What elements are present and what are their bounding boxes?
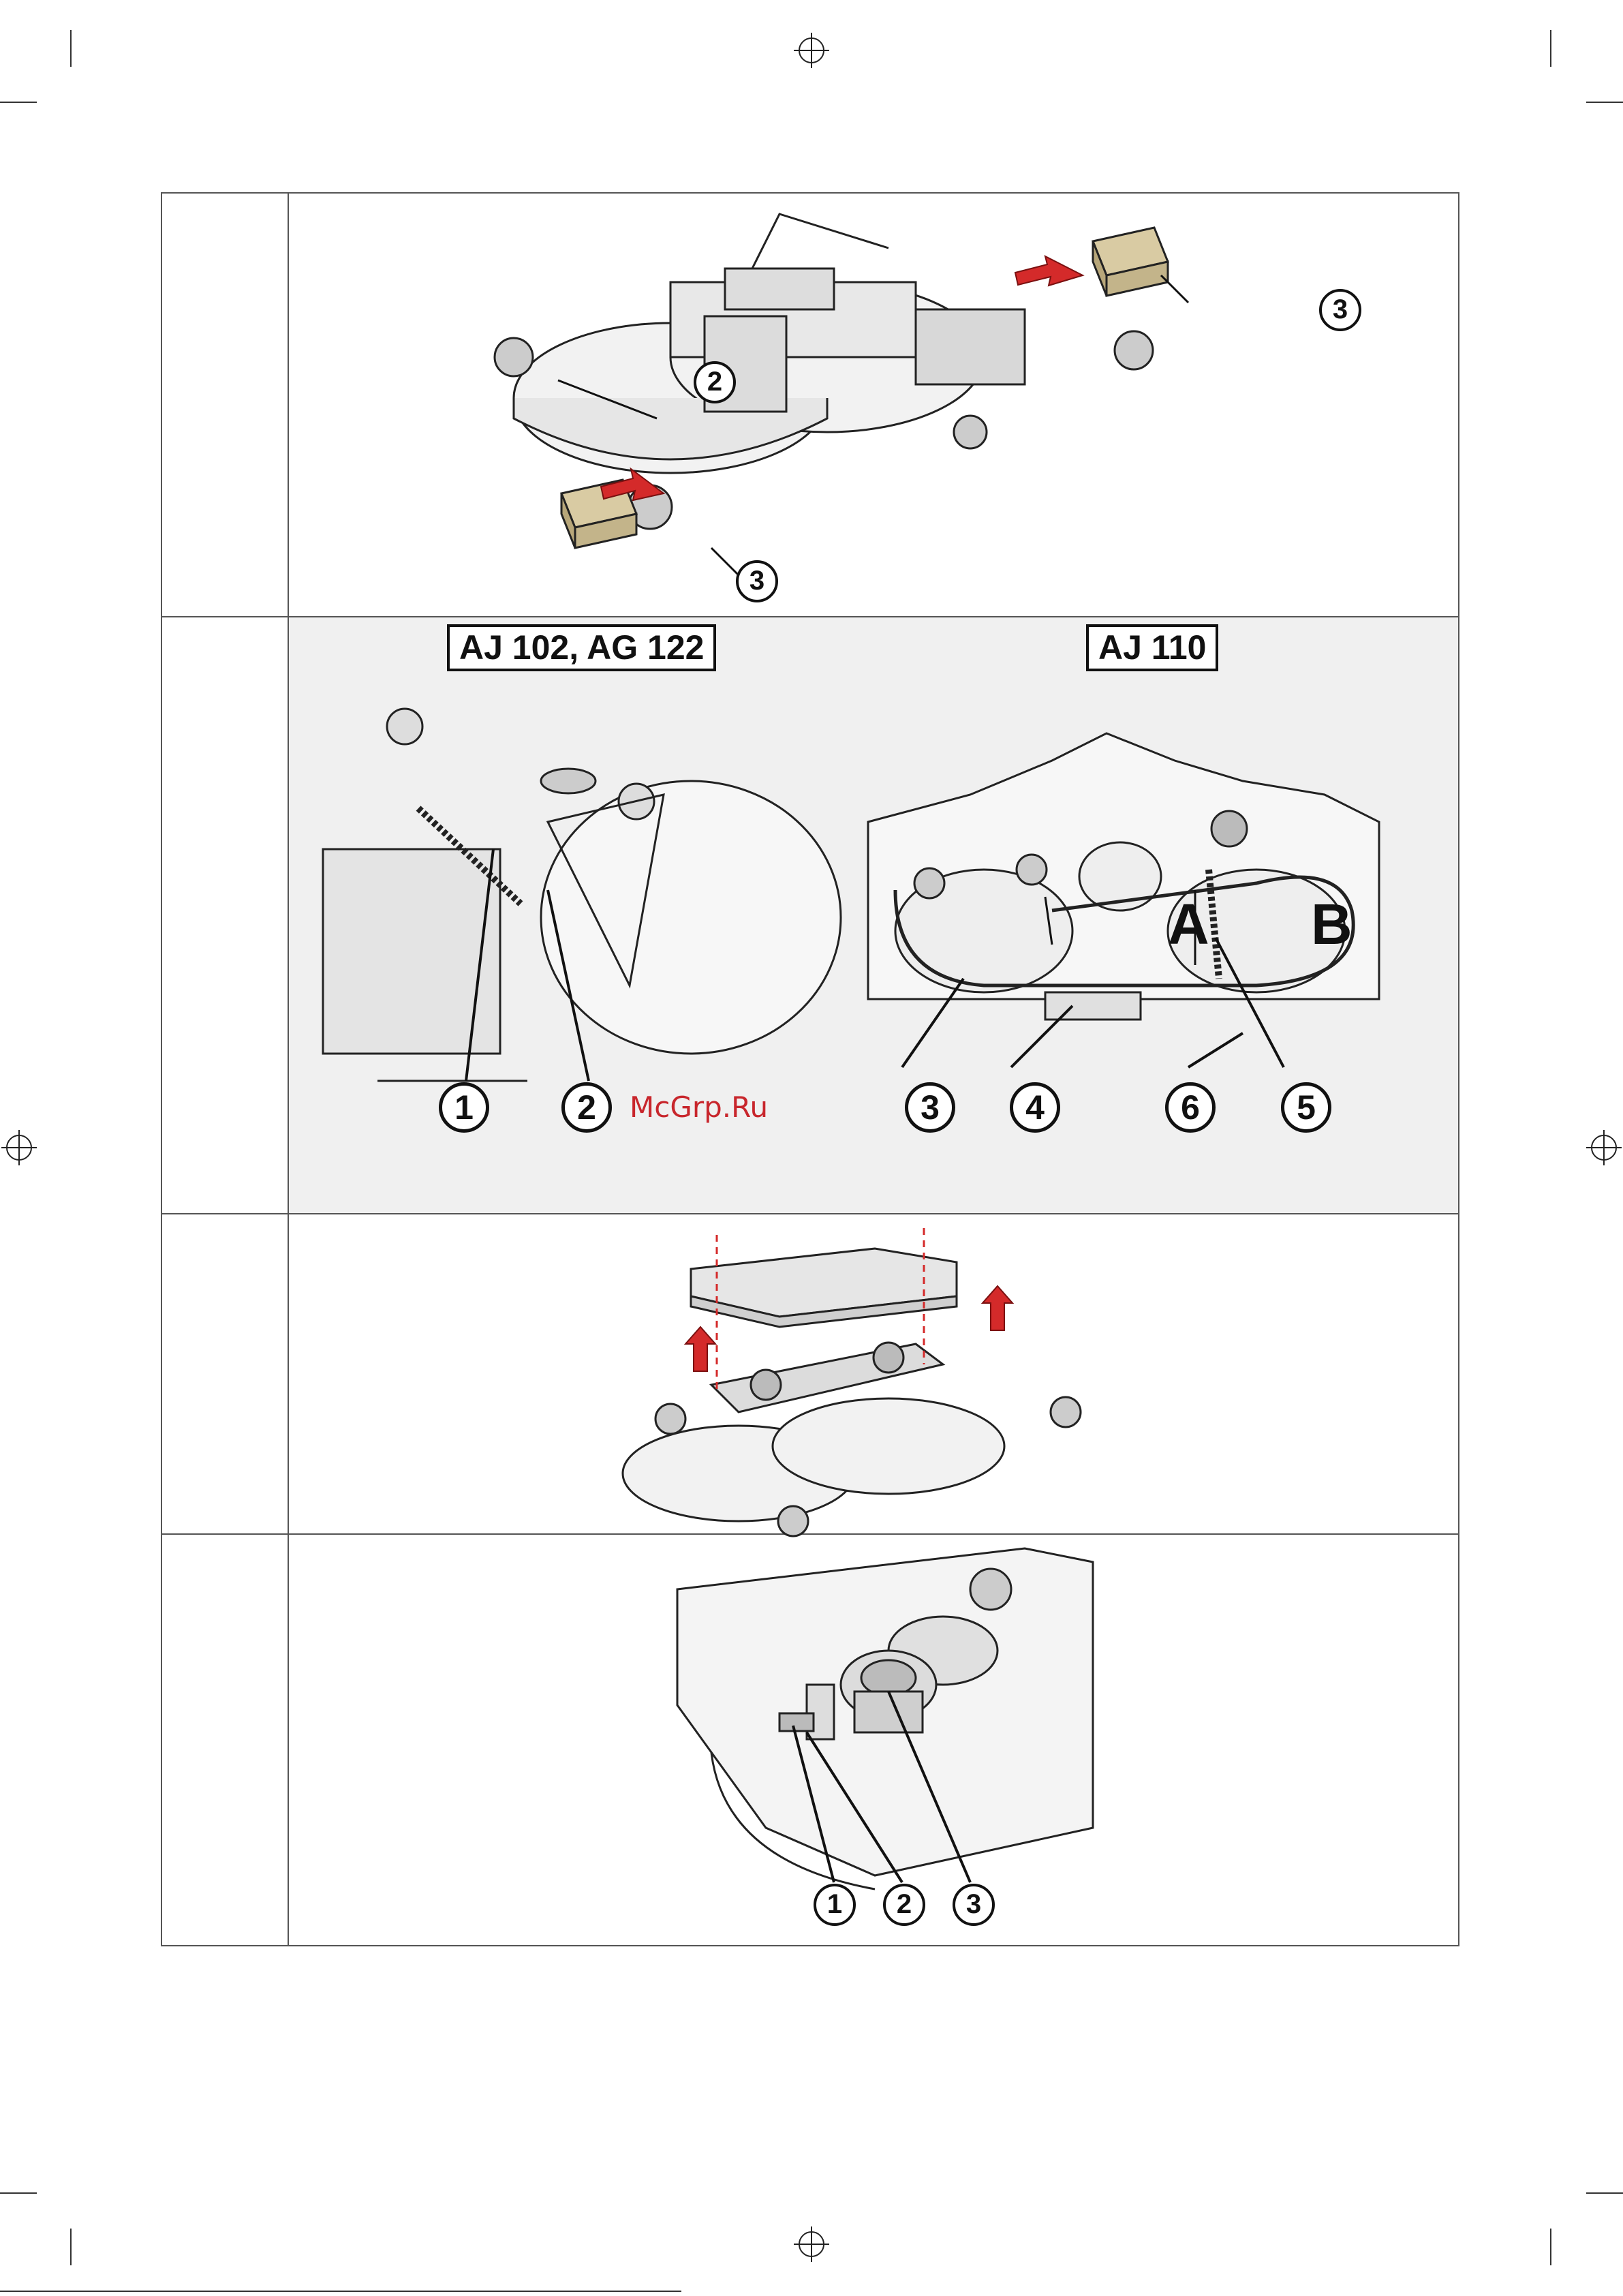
callout-3-left: 3: [736, 560, 778, 602]
callout-3-right: 3: [1319, 289, 1361, 331]
registration-target-top: [794, 33, 829, 68]
belt-tension-illustration-right: [848, 706, 1420, 1060]
step-number-cell: [162, 1214, 289, 1533]
dimension-label-b: B: [1311, 891, 1352, 958]
leader-6: [1188, 1033, 1243, 1067]
step-illustration-1: 2 3 3: [289, 194, 1458, 616]
wood-block-right: [1093, 228, 1168, 296]
step-number-cell: [162, 194, 289, 616]
model-label-left: AJ 102, AG 122: [447, 624, 716, 671]
registration-target-bottom: [794, 2226, 829, 2262]
callout-2: 2: [561, 1082, 612, 1133]
step-number-cell: [162, 1535, 289, 1946]
callout-4: 4: [1010, 1082, 1060, 1133]
step-row-3: [162, 1214, 1458, 1535]
leader-4: [1011, 1006, 1072, 1067]
step-number-cell: [162, 617, 289, 1213]
dimension-label-a: A: [1168, 891, 1209, 958]
mower-deck-blocks-illustration: [289, 194, 1459, 616]
leader-3b: [711, 548, 739, 575]
callout-3: 3: [953, 1884, 995, 1926]
callout-3: 3: [905, 1082, 955, 1133]
callout-6: 6: [1165, 1082, 1216, 1133]
step-row-2: AJ 102, AG 122 AJ 110: [162, 617, 1458, 1214]
cover-removal-illustration: [289, 1214, 1459, 1535]
step-row-1: 2 3 3: [162, 194, 1458, 617]
callout-1: 1: [439, 1082, 489, 1133]
step-illustration-4: 1 2 3: [289, 1535, 1458, 1946]
callout-1: 1: [814, 1884, 856, 1926]
step-illustration-3: [289, 1214, 1458, 1533]
lift-arrow-left: [685, 1327, 715, 1371]
registration-target-right: [1586, 1130, 1622, 1165]
registration-target-left: [1, 1130, 37, 1165]
leader-3a: [1161, 275, 1188, 303]
spring-detail-illustration-left: [309, 713, 854, 1095]
push-arrow-right: [1015, 256, 1083, 286]
pulley-bolt-illustration: [289, 1535, 1459, 1946]
instruction-table: 2 3 3 AJ 102, AG 122 AJ 110: [161, 192, 1459, 1946]
callout-2: 2: [883, 1884, 925, 1926]
watermark: McGrp.Ru: [630, 1090, 768, 1124]
model-label-right: AJ 110: [1086, 624, 1218, 671]
callout-5: 5: [1281, 1082, 1331, 1133]
callout-2: 2: [694, 361, 736, 403]
step-row-4: 1 2 3: [162, 1535, 1458, 1946]
step-illustration-2: AJ 102, AG 122 AJ 110: [289, 617, 1458, 1213]
lift-arrow-right: [983, 1286, 1013, 1330]
